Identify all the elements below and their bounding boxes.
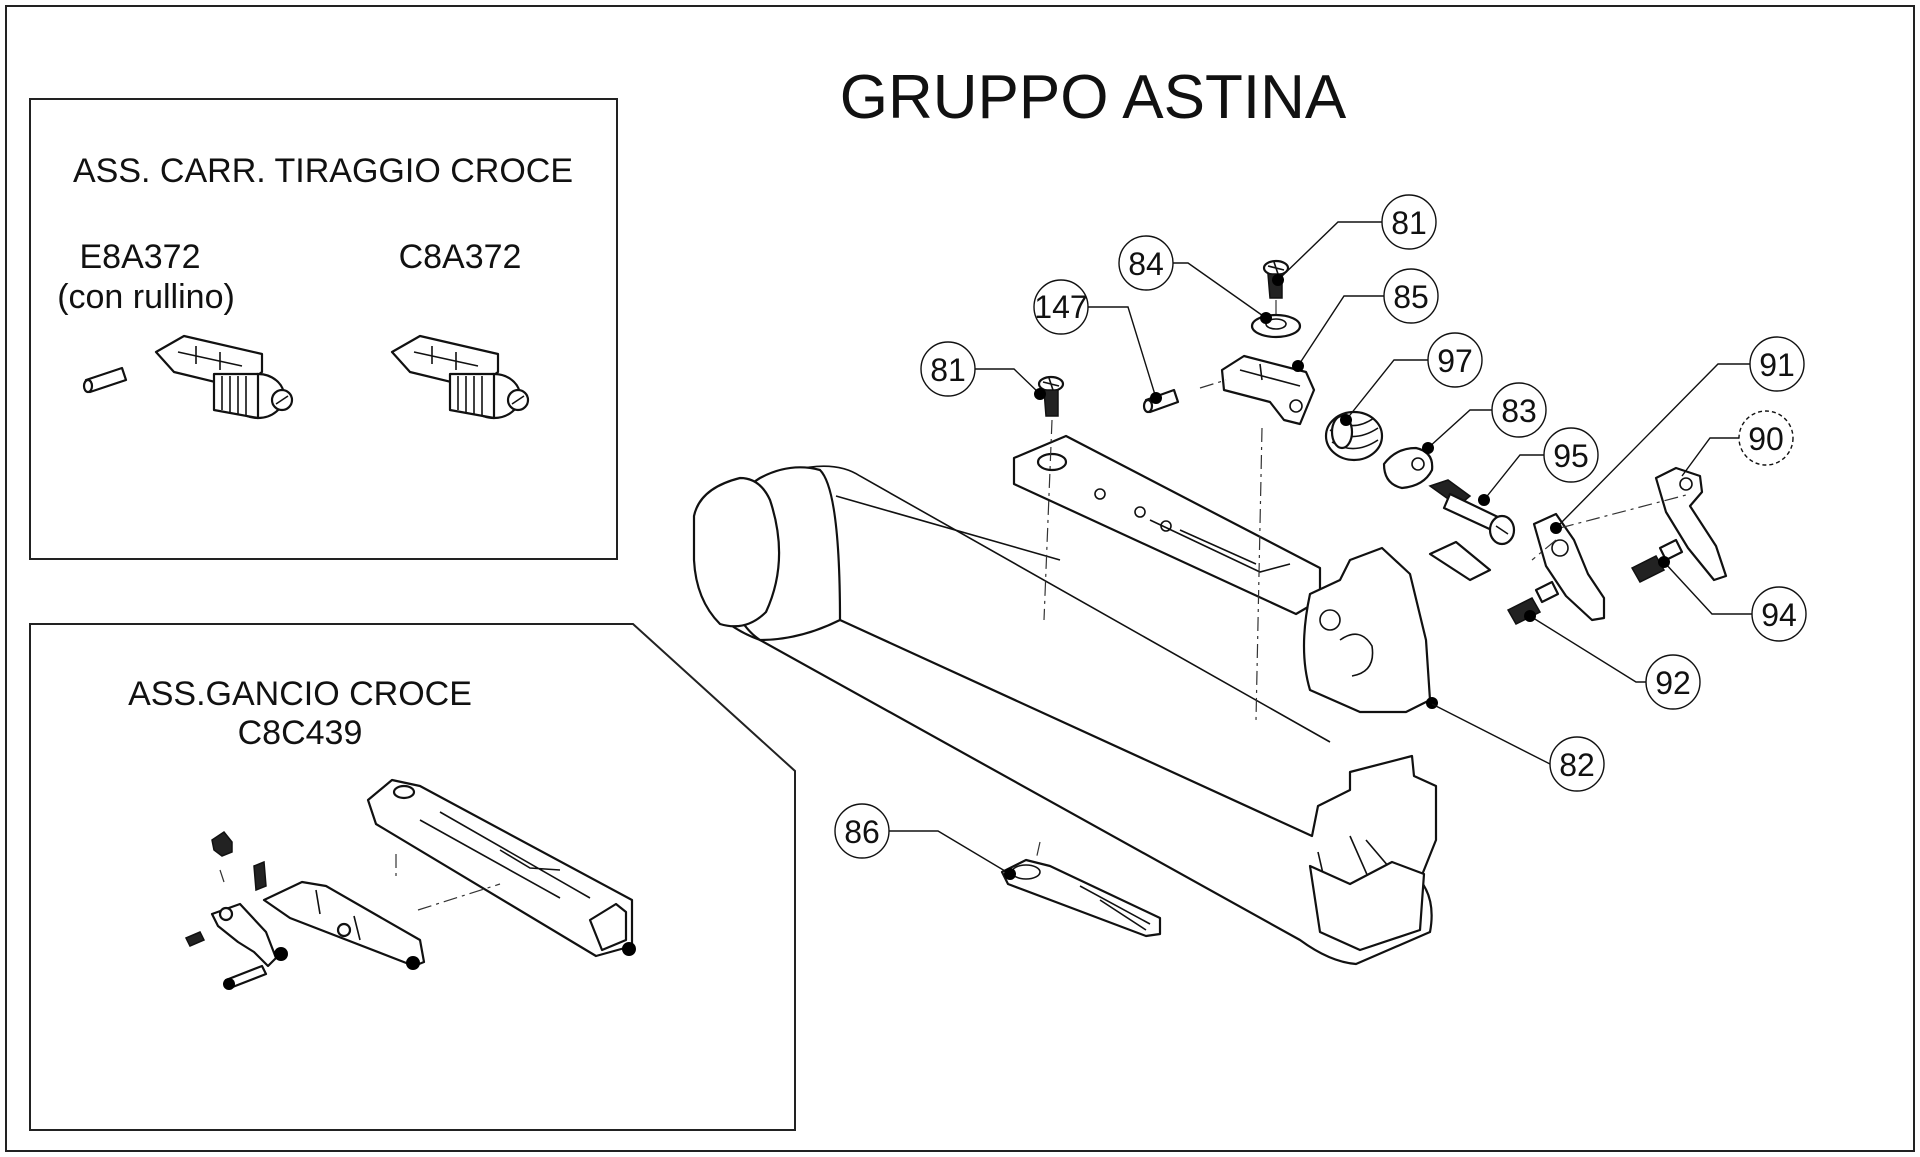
callout-83: 83 (1501, 393, 1537, 429)
callout-97: 97 (1437, 343, 1473, 379)
callout-147: 147 (1034, 289, 1087, 325)
callout-85: 85 (1393, 279, 1429, 315)
hook-plate-icon (262, 880, 426, 970)
callout-91: 91 (1759, 347, 1795, 383)
bolt-95-icon (1428, 479, 1516, 546)
clip-86-icon (1000, 858, 1162, 938)
forend-body-icon (692, 465, 1438, 966)
carriage-e8a372-icon (154, 334, 294, 420)
screw-94-icon (1630, 538, 1684, 583)
screw-92-icon (1506, 580, 1560, 625)
callouts: 81 84 85 147 81 97 83 95 (834, 194, 1807, 880)
pin-147-icon (1142, 388, 1180, 414)
inset-top-heading: ASS. CARR. TIRAGGIO CROCE (73, 152, 573, 190)
carriage-c8a372-icon (390, 334, 530, 420)
callout-84: 84 (1128, 246, 1164, 282)
spring-97-icon (1324, 410, 1384, 462)
callout-95: 95 (1553, 438, 1589, 474)
roller-pin-icon (82, 366, 128, 394)
part-90-icon (1654, 466, 1728, 582)
callout-82: 82 (1559, 747, 1595, 783)
inset-bottom-heading: ASS.GANCIO CROCE (128, 675, 472, 713)
callout-94: 94 (1761, 597, 1797, 633)
callout-90: 90 (1748, 421, 1784, 457)
page-title: GRUPPO ASTINA (840, 63, 1347, 132)
callout-81-left: 81 (930, 352, 966, 388)
inset-bottom-code: C8C439 (238, 714, 363, 752)
callout-81-top: 81 (1391, 205, 1427, 241)
variant-code-c8a372: C8A372 (399, 238, 522, 276)
variant-code-e8a372: E8A372 (80, 238, 201, 276)
hook-rail-icon (366, 778, 636, 958)
callout-86: 86 (844, 814, 880, 850)
inset-carrello-tiraggio: ASS. CARR. TIRAGGIO CROCE E8A372 (con ru… (29, 98, 618, 560)
variant-note-rullino: (con rullino) (57, 278, 235, 316)
small-screws-icon (184, 830, 268, 990)
assembly-axes (1035, 300, 1691, 861)
washer-84-icon (1250, 313, 1302, 339)
part-83-icon (1382, 446, 1434, 490)
lever-icon (210, 902, 288, 968)
inset-gancio-croce: ASS.GANCIO CROCE C8C439 (29, 623, 796, 1131)
screw-81-left-icon (1037, 375, 1065, 417)
carriage-85-icon (1220, 354, 1316, 426)
callout-92: 92 (1655, 665, 1691, 701)
